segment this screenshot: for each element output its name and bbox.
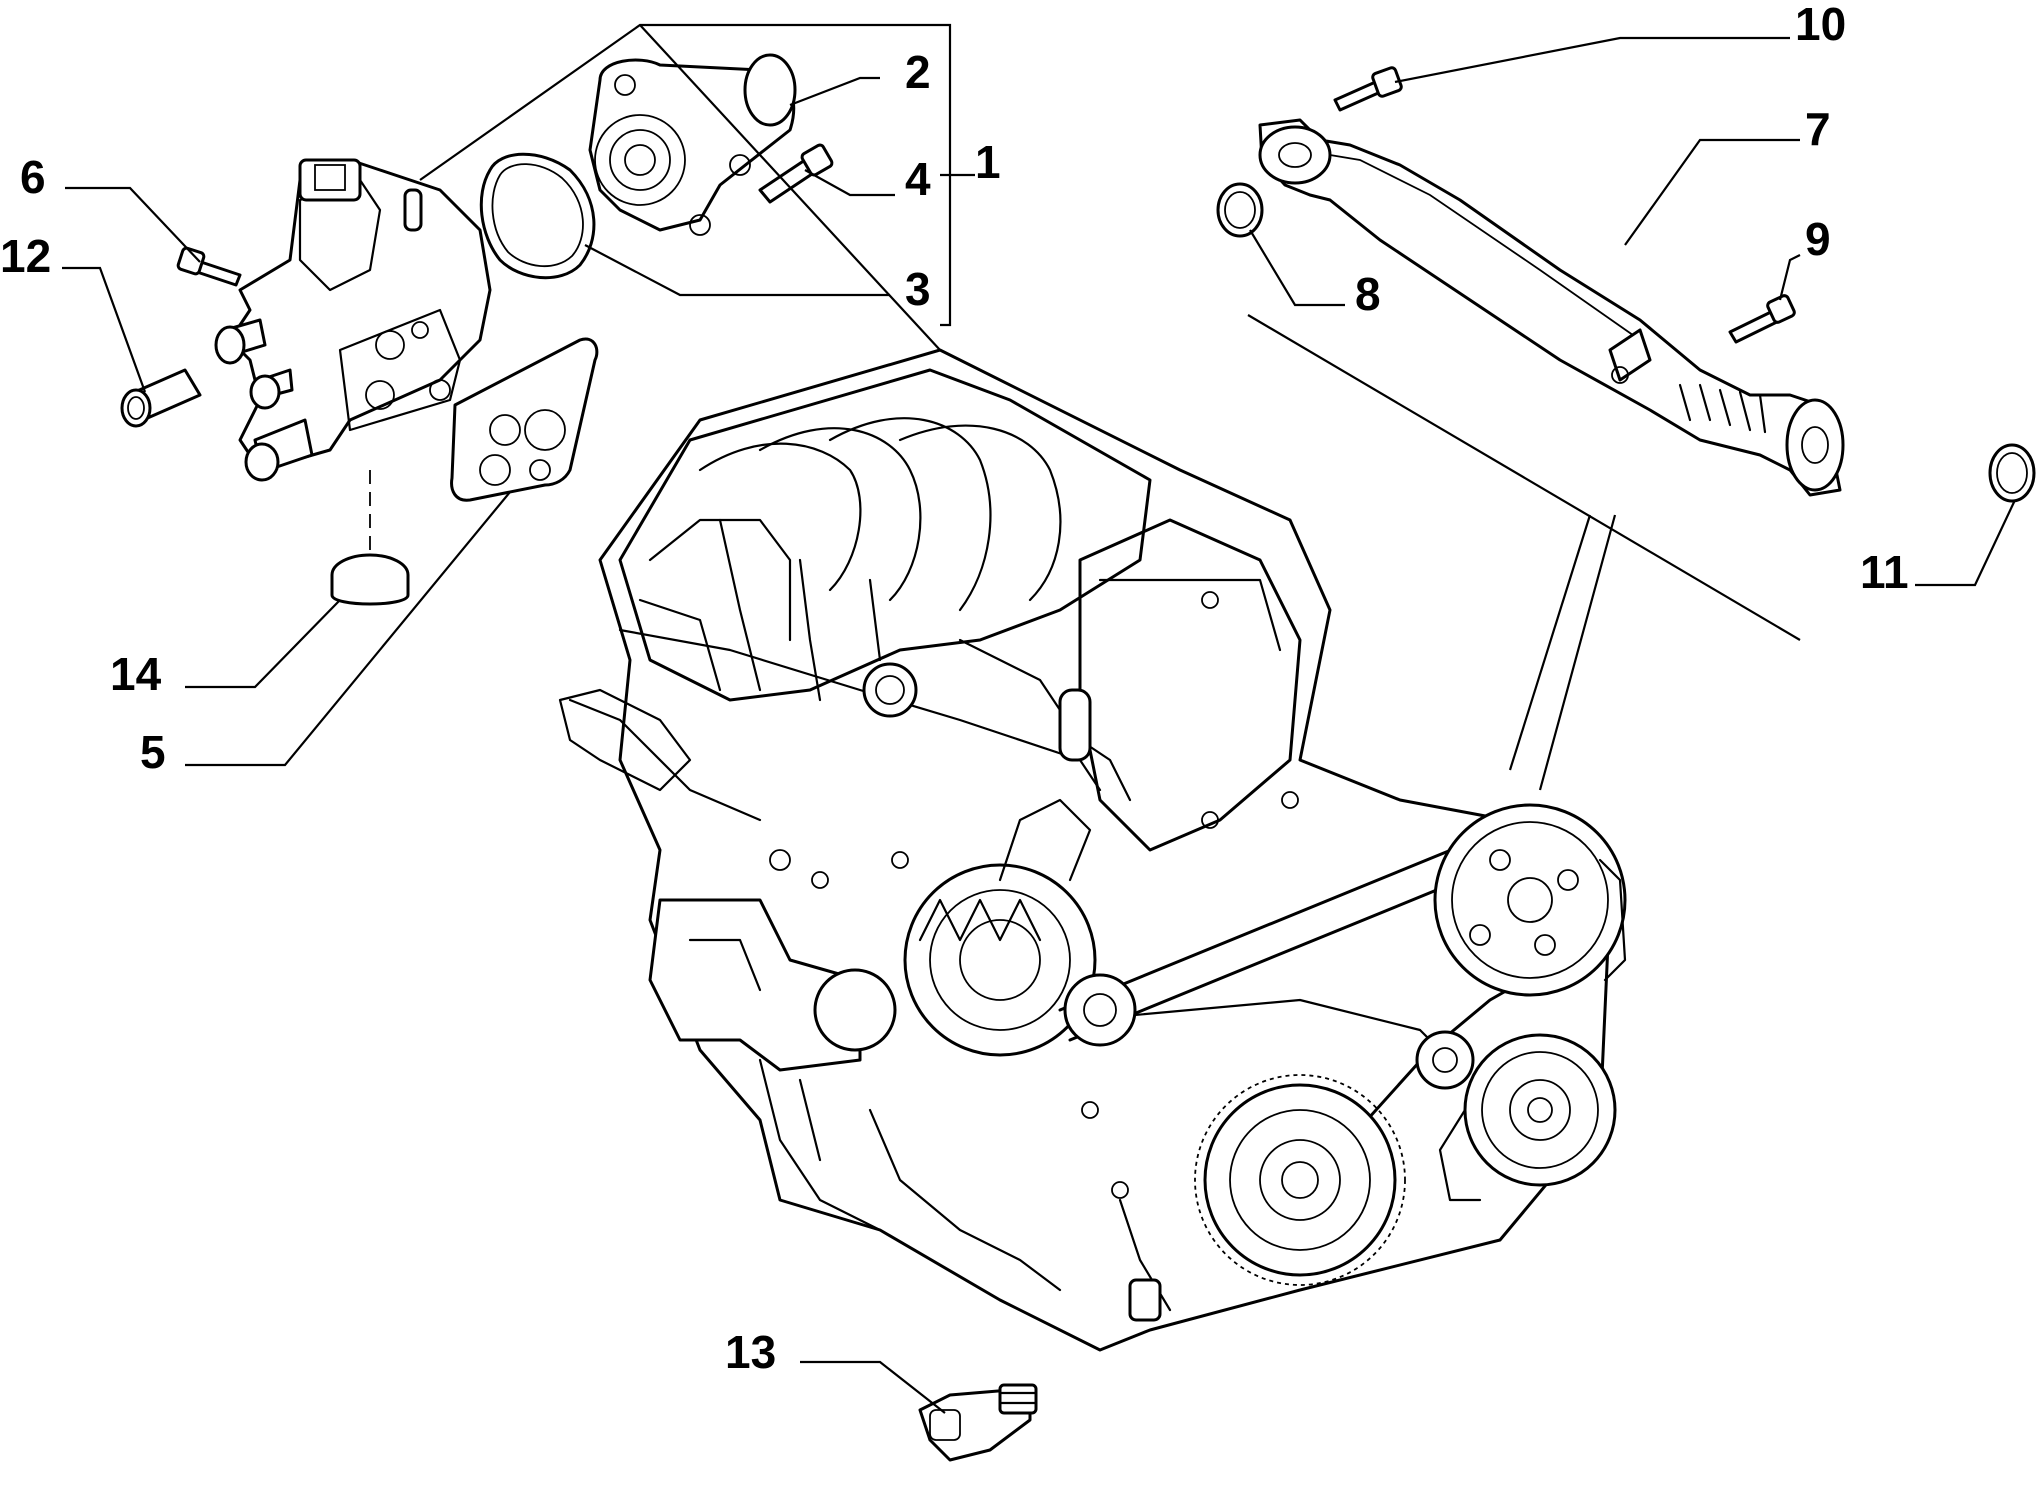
callout-labels: 1 2 3 4 5 6 7 8 9 10 11 12 13 14 <box>0 0 1909 1378</box>
leader-lines <box>62 36 2016 1414</box>
gasket-5 <box>450 337 599 502</box>
engine-assembly <box>558 348 1627 1352</box>
callout-14: 14 <box>110 648 162 700</box>
callout-5: 5 <box>140 726 166 778</box>
callout-2: 2 <box>905 46 931 98</box>
callout-11: 11 <box>1860 546 1909 598</box>
ac-compressor-pulley <box>1438 1033 1617 1202</box>
bolt-6 <box>176 246 242 287</box>
sensor-13 <box>918 1383 1038 1462</box>
callout-12: 12 <box>0 230 51 282</box>
callout-10: 10 <box>1795 0 1846 50</box>
crankshaft-pulley <box>1194 1074 1406 1286</box>
power-steering-pulley <box>1433 803 1627 997</box>
thermostat-seal <box>479 152 596 280</box>
callout-9: 9 <box>1805 213 1831 265</box>
callout-13: 13 <box>725 1326 776 1378</box>
alternator <box>903 798 1097 1057</box>
seal-ring-11 <box>1988 443 2036 503</box>
bolt-4 <box>758 143 834 204</box>
callout-3: 3 <box>905 263 931 315</box>
callout-1: 1 <box>975 136 1001 188</box>
thermostat-housing-assembly <box>214 158 492 482</box>
callout-8: 8 <box>1355 268 1381 320</box>
callout-7: 7 <box>1805 103 1831 155</box>
coolant-pipe-7 <box>1258 118 1845 497</box>
callout-4: 4 <box>905 153 931 205</box>
bolt-10 <box>1333 66 1403 112</box>
thermostat-cover <box>588 53 797 236</box>
seal-ring-8 <box>1216 182 1264 238</box>
hose-connector-12 <box>120 368 202 428</box>
bolt-9 <box>1728 294 1796 344</box>
plug-14 <box>330 470 410 606</box>
callout-6: 6 <box>20 151 46 203</box>
